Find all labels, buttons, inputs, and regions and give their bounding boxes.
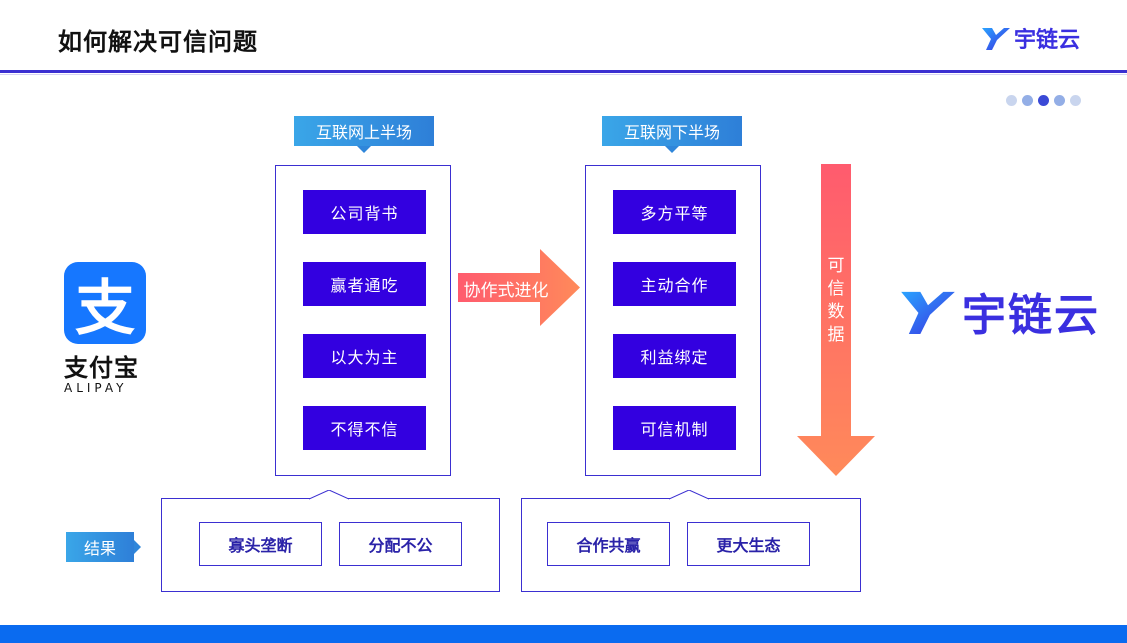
first-half-column: 公司背书 赢者通吃 以大为主 不得不信 [275,165,451,476]
header-brand-name: 宇链云 [1014,28,1081,53]
header-divider [0,70,1127,73]
slide-pager [1006,95,1081,106]
first-half-item: 公司背书 [303,190,426,234]
result-second-half: 合作共赢 更大生态 [521,490,861,592]
pager-dot[interactable] [1054,95,1065,106]
brand-large-name: 宇链云 [962,290,1100,341]
tag-first-half: 互联网上半场 [294,116,434,153]
result-item: 合作共赢 [547,522,670,566]
pager-dot[interactable] [1070,95,1081,106]
alipay-name-en: ALIPAY [64,381,128,395]
second-half-item: 主动合作 [613,262,736,306]
alipay-logo: 支 支付宝 ALIPAY [64,262,150,395]
second-half-column: 多方平等 主动合作 利益绑定 可信机制 [585,165,761,476]
pager-dot-active[interactable] [1038,95,1049,106]
footer-bar [0,625,1127,643]
header: 如何解决可信问题 宇链云 [0,0,1127,72]
pager-dot[interactable] [1006,95,1017,106]
result-item: 分配不公 [339,522,462,566]
page-title: 如何解决可信问题 [58,28,258,56]
brand-logo-icon [982,28,1010,50]
first-half-item: 以大为主 [303,334,426,378]
brand-logo-icon [901,291,955,334]
header-divider-thin [0,74,1127,75]
second-half-item: 利益绑定 [613,334,736,378]
result-first-half: 寡头垄断 分配不公 [161,490,500,592]
pager-dot[interactable] [1022,95,1033,106]
right-arrow-icon [458,249,580,326]
notch-icon [669,490,709,500]
header-brand: 宇链云 [982,22,1080,54]
result-item: 更大生态 [687,522,810,566]
second-half-item: 可信机制 [613,406,736,450]
down-arrow-icon [797,164,875,476]
notch-icon [309,490,349,500]
tag-result: 结果 [66,532,141,562]
brand-large: 宇链云 [900,286,1100,341]
evolution-label: 协作式进化 [463,280,549,301]
alipay-name-cn: 支付宝 [64,354,139,382]
result-item: 寡头垄断 [199,522,322,566]
tag-second-half: 互联网下半场 [602,116,742,153]
trusted-data-label: 可信数据 [827,256,845,345]
second-half-item: 多方平等 [613,190,736,234]
first-half-item: 不得不信 [303,406,426,450]
first-half-item: 赢者通吃 [303,262,426,306]
alipay-logo-icon: 支 [64,262,146,344]
